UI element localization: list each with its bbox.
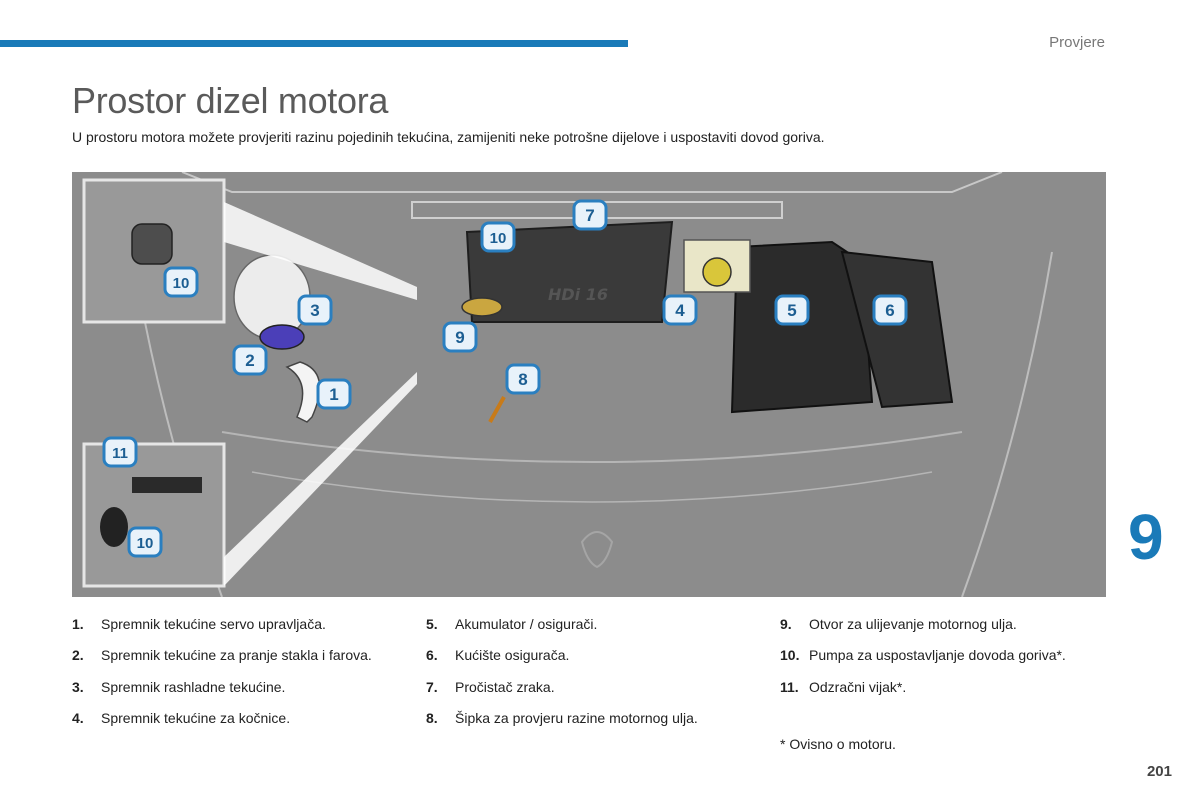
footnote: * Ovisno o motoru. — [780, 736, 896, 752]
legend-text: Pumpa za uspostavljanje dovoda goriva*. — [809, 647, 1066, 664]
svg-text:9: 9 — [455, 328, 464, 347]
legend-number: 11. — [780, 678, 799, 695]
legend-text: Spremnik tekućine servo upravljača. — [101, 616, 326, 632]
callout-badge-10: 10 — [480, 221, 516, 253]
engine-badge-text: HDi 16 — [548, 285, 608, 304]
header-accent-bar — [0, 40, 628, 47]
legend-number: 6. — [426, 647, 438, 664]
callout-badge-5: 5 — [774, 294, 810, 326]
legend-text: Spremnik tekućine za kočnice. — [101, 709, 291, 726]
legend-text: Spremnik tekućine za pranje stakla i far… — [101, 647, 372, 664]
legend-item-8: 8. Šipka za provjeru razine motornog ulj… — [426, 708, 746, 728]
callout-badge-1: 1 — [316, 378, 352, 410]
legend-column-3: 9. Otvor za ulijevanje motornog ulja. 10… — [780, 614, 1120, 708]
callout-badge-3: 3 — [297, 294, 333, 326]
legend-number: 3. — [72, 678, 84, 695]
legend-number: 2. — [72, 647, 84, 664]
callout-badge-2: 2 — [232, 344, 268, 376]
callout-badge-10: 10 — [127, 526, 163, 558]
legend-text: Kućište osigurača. — [455, 647, 570, 664]
callout-badge-6: 6 — [872, 294, 908, 326]
legend-text: Otvor za ulijevanje motornog ulja. — [809, 616, 1017, 632]
legend-column-1: 1. Spremnik tekućine servo upravljača. 2… — [72, 614, 372, 739]
legend-item-5: 5. Akumulator / osigurači. — [426, 614, 746, 634]
callout-badge-11: 11 — [102, 436, 138, 468]
callout-badge-8: 8 — [505, 363, 541, 395]
legend-number: 1. — [72, 616, 84, 632]
svg-text:10: 10 — [173, 275, 190, 292]
callout-badge-9: 9 — [442, 321, 478, 353]
legend-number: 8. — [426, 709, 438, 726]
page-title: Prostor dizel motora — [72, 80, 389, 121]
legend-item-9: 9. Otvor za ulijevanje motornog ulja. — [780, 614, 1120, 634]
legend-item-7: 7. Pročistač zraka. — [426, 677, 746, 697]
svg-text:4: 4 — [675, 301, 685, 320]
legend-item-3: 3. Spremnik rashladne tekućine. — [72, 677, 372, 697]
svg-text:3: 3 — [310, 301, 319, 320]
callout-badge-4: 4 — [662, 294, 698, 326]
legend-item-1: 1. Spremnik tekućine servo upravljača. — [72, 614, 372, 634]
page-number: 201 — [1146, 763, 1172, 780]
svg-text:7: 7 — [585, 206, 594, 225]
legend-item-11: 11. Odzračni vijak*. — [780, 677, 1120, 697]
svg-text:2: 2 — [245, 351, 254, 370]
legend-text: Spremnik rashladne tekućine. — [101, 678, 286, 695]
legend-column-2: 5. Akumulator / osigurači. 6. Kućište os… — [426, 614, 746, 739]
engine-compartment-illustration: HDi 16 1 2 3 4 5 6 7 8 9 10 10 10 11 — [72, 172, 1106, 597]
section-label: Provjere — [1049, 34, 1105, 51]
svg-text:5: 5 — [787, 301, 796, 320]
legend-number: 5. — [426, 616, 438, 632]
intro-text: U prostoru motora možete provjeriti razi… — [72, 129, 825, 145]
svg-text:6: 6 — [885, 301, 894, 320]
legend-number: 9. — [780, 616, 792, 632]
legend-item-10: 10. Pumpa za uspostavljanje dovoda goriv… — [780, 645, 1120, 665]
legend-text: Odzračni vijak*. — [809, 678, 907, 695]
svg-text:10: 10 — [137, 535, 154, 552]
legend-text: Šipka za provjeru razine motornog ulja. — [455, 709, 698, 726]
callout-badge-10: 10 — [163, 266, 199, 298]
callout-badge-7: 7 — [572, 199, 608, 231]
legend-text: Pročistač zraka. — [455, 678, 555, 695]
svg-text:1: 1 — [329, 385, 338, 404]
legend-item-4: 4. Spremnik tekućine za kočnice. — [72, 708, 372, 728]
legend-number: 10. — [780, 647, 800, 664]
legend-text: Akumulator / osigurači. — [455, 616, 598, 632]
svg-text:10: 10 — [490, 230, 507, 247]
legend-item-6: 6. Kućište osigurača. — [426, 645, 746, 665]
svg-text:11: 11 — [112, 445, 128, 462]
svg-text:8: 8 — [518, 370, 527, 389]
legend-item-2: 2. Spremnik tekućine za pranje stakla i … — [72, 645, 372, 665]
chapter-number: 9 — [1128, 501, 1164, 573]
legend-number: 7. — [426, 678, 438, 695]
legend-number: 4. — [72, 709, 84, 726]
